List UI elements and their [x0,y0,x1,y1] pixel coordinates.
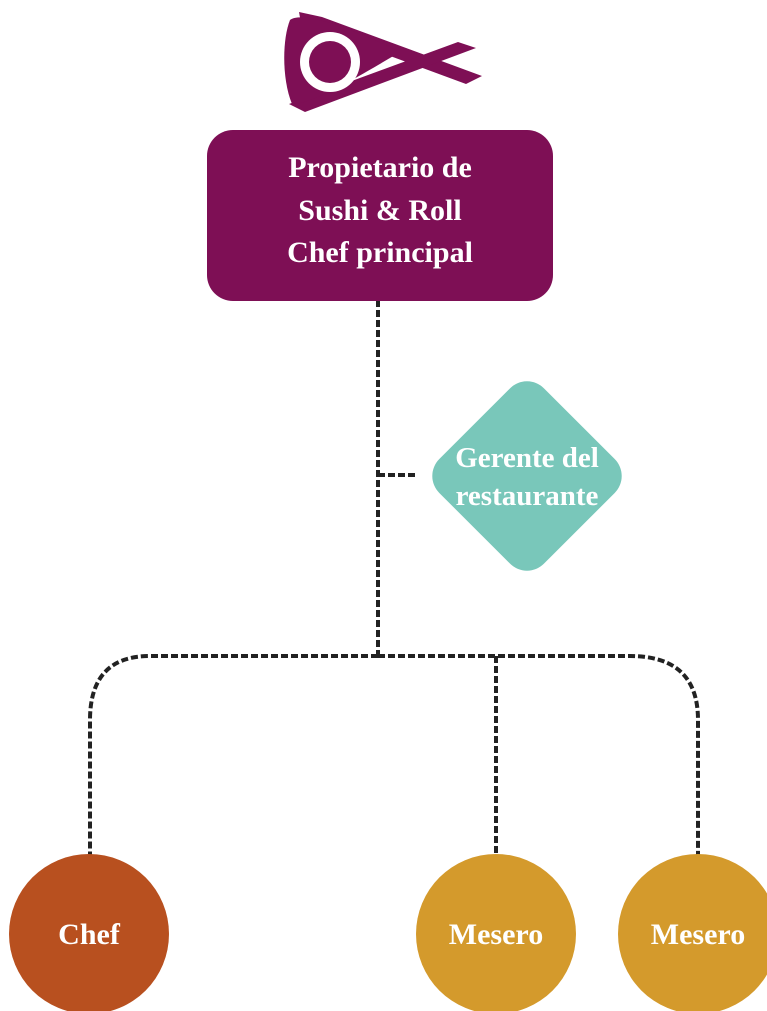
staff-waiter-2-label: Mesero [651,918,745,951]
connector-branch-right [378,654,700,856]
staff-waiter-2-circle [618,854,767,1011]
staff-chef-circle [9,854,169,1011]
staff-chef-node: Chef [9,854,169,1011]
manager-diamond [432,381,622,571]
logo-lower-blade [289,42,476,112]
manager-line-1: Gerente del [455,442,599,474]
staff-waiter-1-node: Mesero [416,854,576,1011]
connector-branch-left [88,654,378,856]
manager-node: Gerente del restaurante [432,381,622,571]
staff-waiter-1-circle [416,854,576,1011]
owner-line-1: Propietario de [288,151,472,184]
owner-node: Propietario de Sushi & Roll Chef princip… [207,130,553,301]
staff-chef-label: Chef [58,918,121,951]
connectors [88,300,700,856]
sushi-knife-logo-icon [284,12,482,112]
owner-line-2: Sushi & Roll [298,194,461,227]
staff-waiter-2-node: Mesero [618,854,767,1011]
staff-waiter-1-label: Mesero [449,918,543,951]
manager-line-2: restaurante [456,480,599,512]
owner-box [207,130,553,301]
logo-dot [309,41,351,83]
owner-line-3: Chef principal [287,236,473,269]
